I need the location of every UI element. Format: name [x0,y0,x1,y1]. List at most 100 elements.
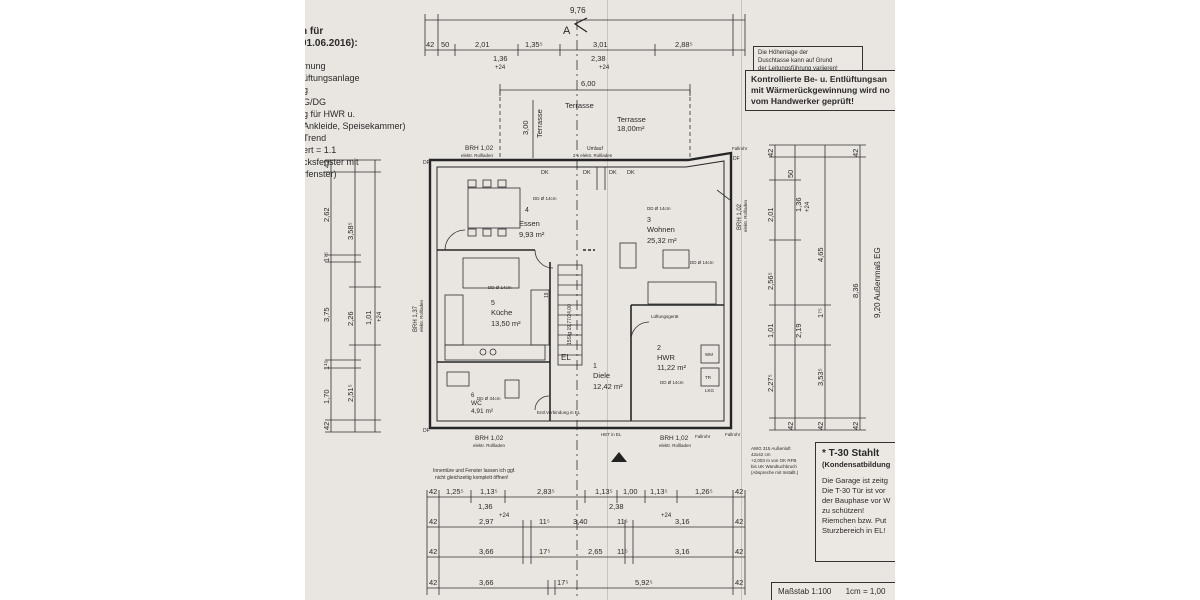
awg-label: 42x42 cm [751,452,771,457]
dim-left-sub: 1,01 [364,310,373,325]
vent-dd: DD Ø 34cm [477,396,501,401]
room-name: WC [471,400,482,407]
vent-dd: DD Ø 14cm [690,260,714,265]
dim-bottom-3: 42 [429,547,437,556]
plan-sheet: n für 01.06.2016): mung üftungsanlage g … [305,0,895,600]
dim-right-3: 42 [851,422,860,430]
df-tr: DF [733,156,740,162]
brh-bottom-right-sub: elektr. Rollladen [659,443,692,448]
dk-label: DK [609,170,617,176]
dim-top: 2,88⁵ [675,40,693,49]
dim-left-b: 2,26 [346,311,355,326]
ent-label: Entl.Verbindung in EL [537,410,581,415]
dim-right: 2,27⁵ [766,374,775,392]
brh-right-sub: elektr. Rollladen [743,199,748,232]
room-num: 1 [593,363,597,370]
dim-bottom-2: 11⁵ [539,517,550,526]
het-label: HET in EL [601,432,622,437]
section-mark: A [563,25,571,37]
dim-bottom: 42 [735,487,743,496]
dim-bottom: 1,00 [623,487,638,496]
dim-left: 1⁷⁵ [322,252,331,262]
df-bl: DF [423,428,430,434]
legend-title: n für 01.06.2016): [305,26,358,50]
dim-top: 2,01 [475,40,490,49]
umlauf-sub: 2 x elektr. Rollladen [573,153,613,158]
room-num: 6 [471,393,475,399]
paper-fold-line [607,0,608,600]
lkg-label: LKG [705,388,715,393]
room-name: Essen [519,219,540,228]
awg-label: AWG 315 Außenluft [751,446,791,451]
awg-label: bis UK Wandtuchbruch [751,464,797,469]
window-mark-right [716,189,731,201]
terrace-right-area: 18,00m² [617,124,645,133]
brh-bottom-left: BRH 1,02 [475,435,504,442]
sofa [647,281,717,305]
section-arrow-icon [573,17,588,33]
dim-right-extra: 42 [786,422,795,430]
dimension-lines [325,14,866,600]
steel-door-line: Die Garage ist zeitg [822,476,888,485]
room-name: HWR [657,353,675,362]
dim-bottom-2: 42 [735,517,743,526]
dim-bottom: 42 [429,487,437,496]
brh-left-sub: elektr. Rollladen [419,299,424,332]
steel-door-line: zu schützen! [822,506,865,515]
dim-bottom-2: 11⁵ [617,517,628,526]
floor-plan-drawing: 9,76 A 42 50 2,01 1,35⁵ 3,01 2,88⁵ 1,36 … [322,6,882,600]
room-num: 2 [657,345,661,352]
dim-bottom-3: 3,66 [479,547,494,556]
room-area: 4,91 m² [471,408,494,415]
dim-right: 42 [766,149,775,157]
dim-bottom-3: 17⁵ [539,547,550,556]
legend-item: G/DG [305,97,327,107]
wm-label: WM [705,352,713,357]
dim-bottom: 1,13⁵ [595,487,613,496]
legend-title-line: 01.06.2016): [305,38,358,49]
room-area: 13,50 m² [491,319,521,328]
ventilation-line: vom Handwerker geprüft! [751,96,854,106]
dim-bottom-sub: 1,36 [478,502,493,511]
outer-wall [428,151,733,430]
dim-top-sub: 1,36 [493,54,508,63]
furniture [444,167,731,411]
brh-bottom-right: BRH 1,02 [660,435,689,442]
dim-bottom-sub: 2,38 [609,502,624,511]
steel-door-title: * T-30 Stahlt [822,448,880,459]
ventilation-line: Kontrollierte Be- u. Entlüftungsan [751,74,887,84]
steel-door-subtitle: (Kondensatbildung [822,460,891,469]
dim-left: 3,75 [322,307,331,322]
legend-title-line: n für [305,26,324,37]
right-ticks [769,144,866,431]
room-name: Wohnen [647,225,675,234]
kitchen-counter-right [530,289,550,346]
dim-right-2: 1⁷⁵ [816,308,825,318]
door-swing-4 [534,395,550,411]
dim-right: 1,01 [766,323,775,338]
room-num: 3 [647,217,651,224]
dim-right: 2,01 [766,207,775,222]
legend-items: mung üftungsanlage g G/DG g für HWR u. A… [305,60,406,180]
dim-top-total: 9,76 [570,6,586,15]
terrace-door [596,167,606,190]
dim-top-sub: 2,38 [591,54,606,63]
dim-top: 1,35⁵ [525,40,543,49]
dim-right-total: 9,20 Außenmaß EG [873,247,882,318]
dim-bottom: 2,83⁵ [537,487,555,496]
armchair [619,242,637,269]
dim-bottom-3: 42 [735,547,743,556]
brh-right: BRH 1,02 [737,203,743,230]
vent-dd: DD Ø 14cm [660,380,684,385]
dim-top-sub: +24 [495,65,506,71]
dim-left-sub: +24 [377,311,383,322]
door-height: 19 [544,292,550,298]
steel-door-note-box: * T-30 Stahlt (Kondensatbildung Die Gara… [815,442,895,562]
room-name: Küche [491,308,512,317]
dim-bottom-3: 11⁵ [617,547,628,556]
door-swing-2 [534,249,554,269]
note-bottom: Innentüre und Fenster lassen ich ggf. [433,468,516,474]
note-line: Duschtasse kann auf Grund [758,58,833,64]
fallrohr-top: Fallrohr [732,146,748,151]
room-area: 9,93 m² [519,230,545,239]
